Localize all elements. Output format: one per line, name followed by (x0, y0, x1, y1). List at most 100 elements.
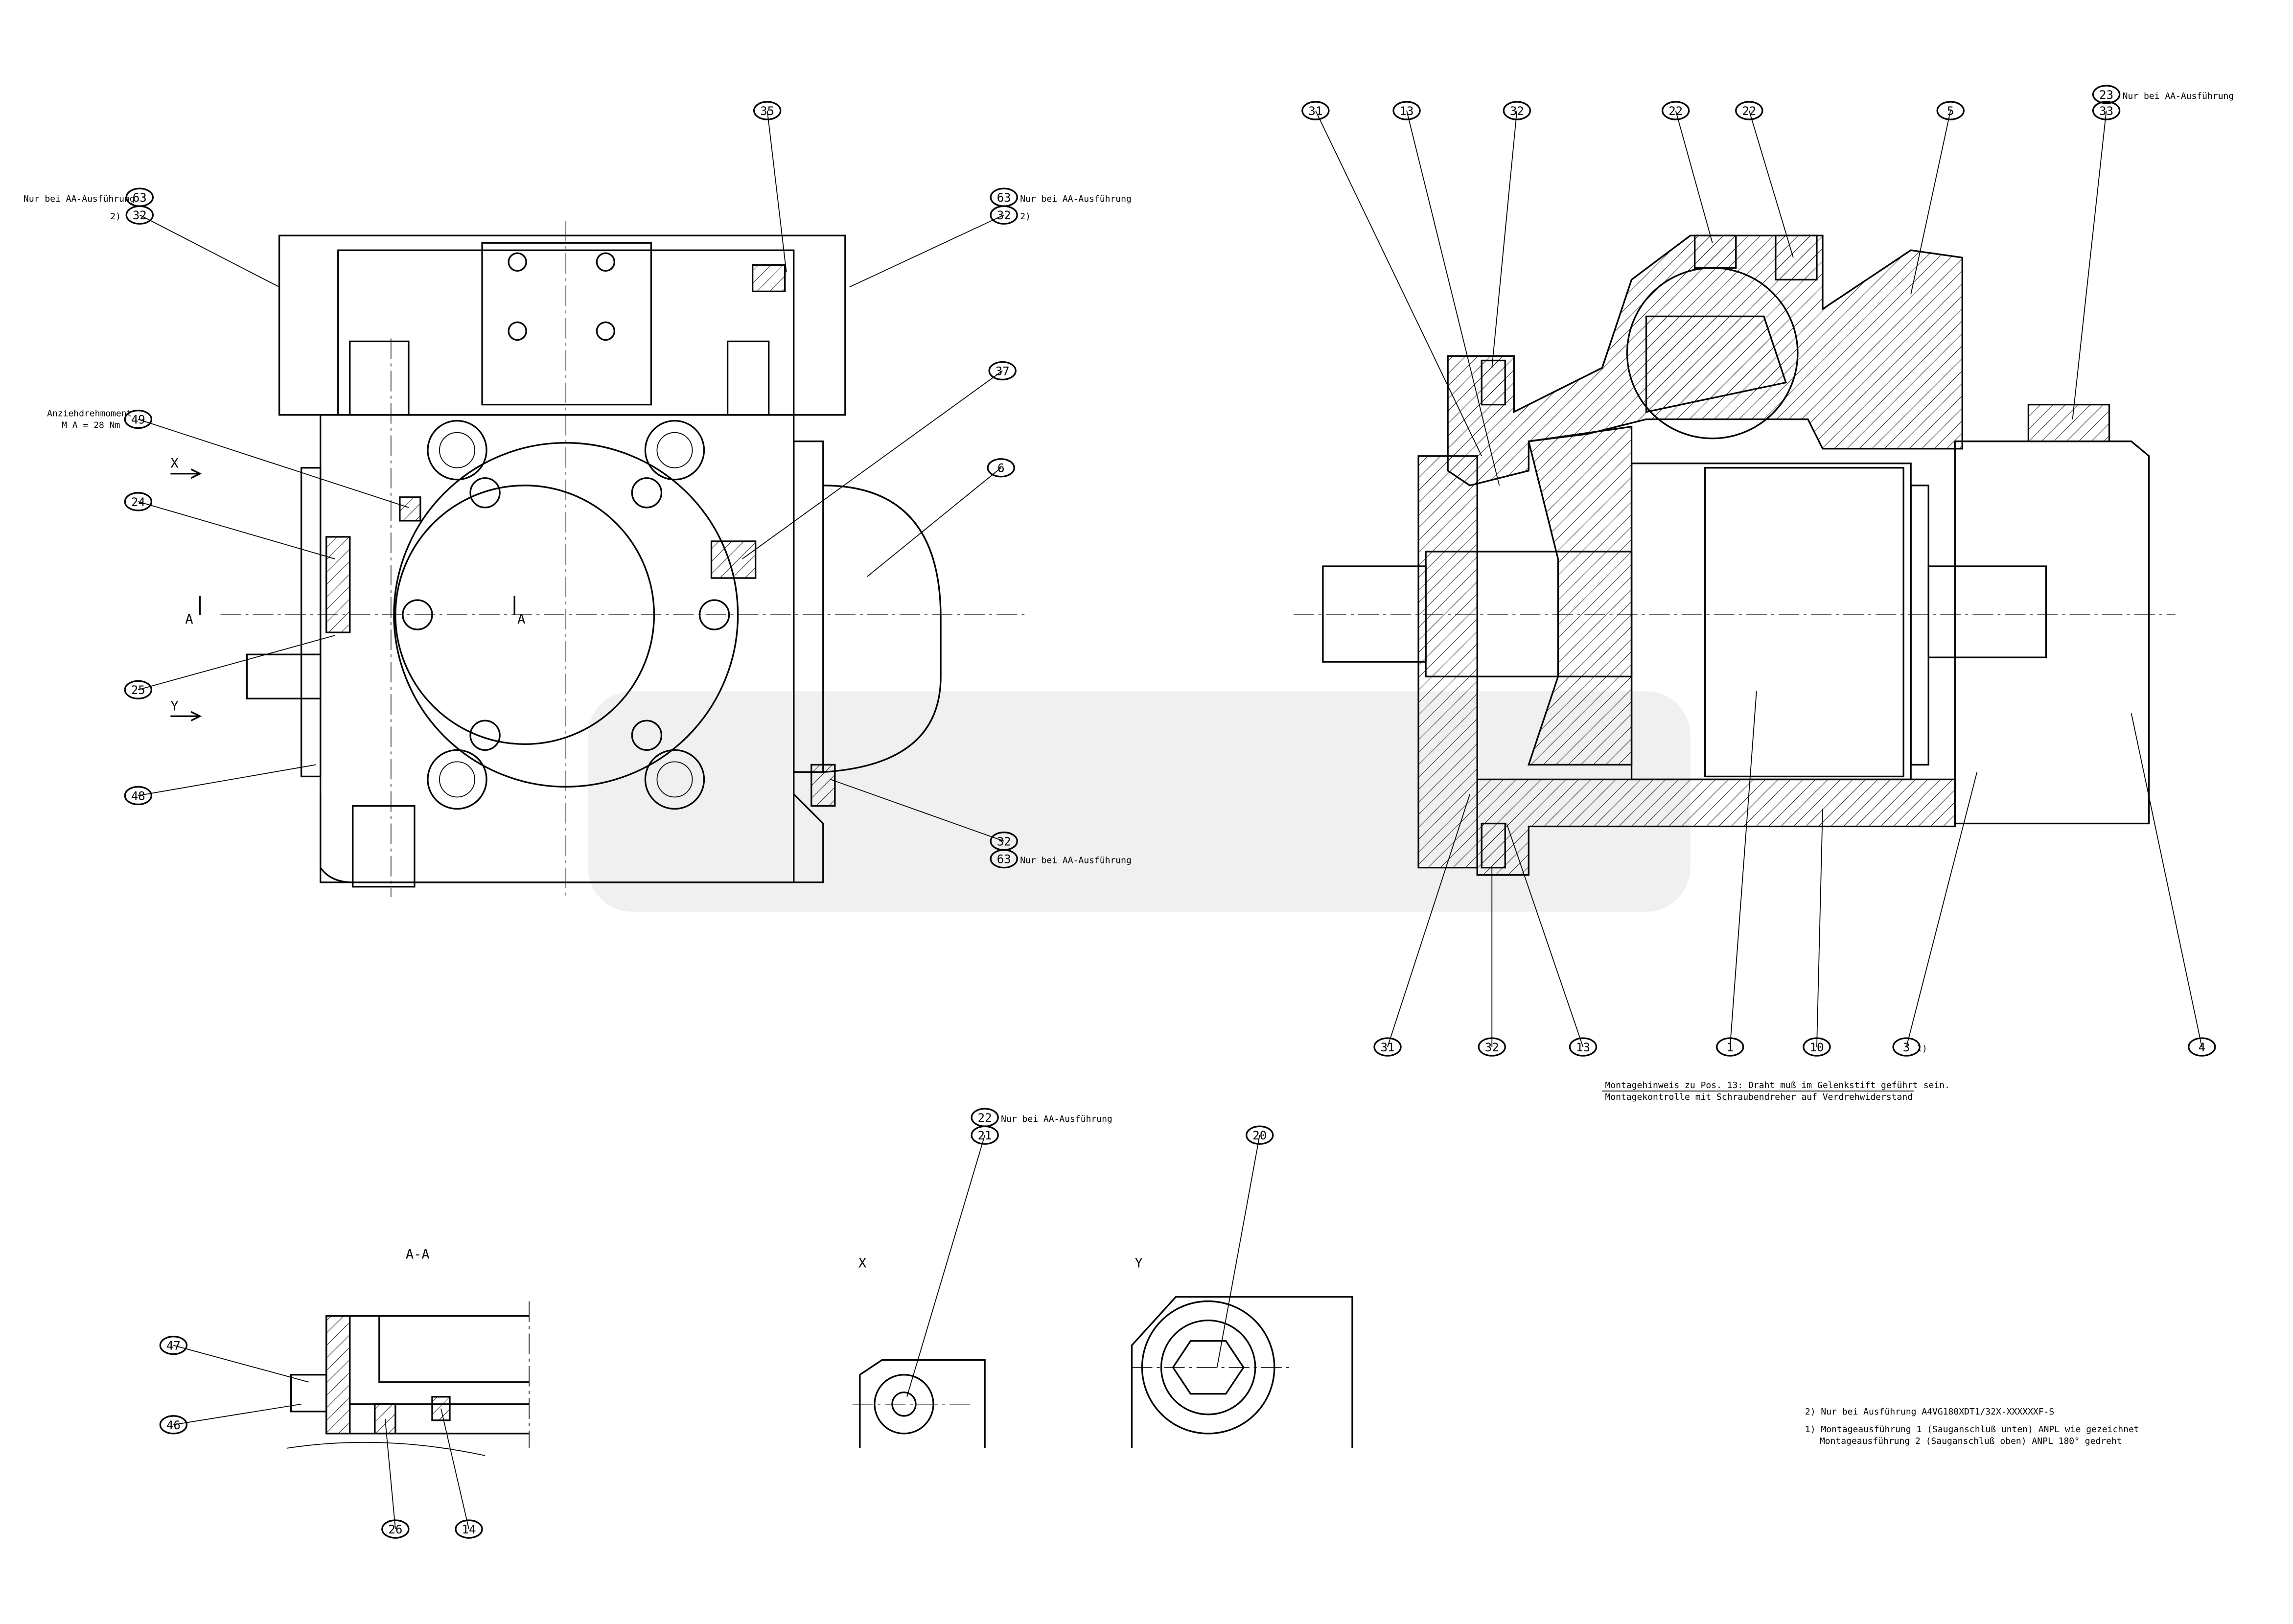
torque-label: Anziehdrehmoment (47, 409, 132, 419)
aa-note-top-right: Nur bei AA-Ausführung (1020, 194, 1132, 204)
leader-line (138, 501, 335, 559)
balloon-pos-20: 20 (1216, 1125, 1274, 1368)
balloon-outline (990, 205, 1018, 225)
balloon-pos-22: 22 (971, 1108, 999, 1127)
leader-line (1216, 1135, 1260, 1368)
balloon-outline (124, 680, 152, 699)
balloon-number: 33 (2099, 104, 2113, 118)
balloon-outline (2092, 85, 2121, 104)
balloon-pos-22: 22 (1661, 101, 1713, 243)
balloon-outline (1735, 101, 1763, 120)
balloon-outline (1478, 1037, 1506, 1057)
view-label-x: X (858, 1255, 867, 1271)
assembly-note-line-1: Montagehinweis zu Pos. 13: Draht muß im … (1605, 1080, 1950, 1090)
balloon-number: 22 (978, 1111, 992, 1125)
balloon-number: 32 (997, 835, 1011, 849)
leader-line (766, 110, 787, 273)
balloon-number: 32 (133, 209, 147, 222)
balloon-number: 13 (1400, 104, 1414, 118)
balloon-pos-33: 33 (2072, 101, 2121, 419)
balloon-number: 25 (131, 683, 145, 697)
section-label-a-a: A-A (406, 1247, 430, 1262)
balloon-number: 24 (131, 495, 145, 509)
balloon-number: 63 (997, 853, 1011, 866)
balloon-number: 6 (997, 462, 1004, 475)
balloon-number: 4 (2199, 1041, 2205, 1054)
leader-line (742, 370, 1003, 559)
assembly-note-line-2: Montagekontrolle mit Schraubendreher auf… (1605, 1092, 1913, 1102)
balloon-number: 21 (978, 1129, 992, 1142)
balloon-number: 22 (1668, 104, 1683, 118)
balloon-number: 5 (1947, 104, 1954, 118)
balloon-outline (753, 101, 782, 120)
balloon-pos-63: 63 (990, 187, 1018, 207)
balloon-pos-46: 46 (159, 1403, 301, 1435)
leader-line (173, 1403, 301, 1425)
balloon-number: 46 (166, 1418, 181, 1432)
footnote-2: 2) Nur bei Ausführung A4VG180XDT1/32X-XX… (1805, 1407, 2054, 1417)
balloon-outline (124, 786, 152, 806)
leader-line (139, 214, 280, 288)
balloon-outline (1373, 1037, 1402, 1057)
balloon-pos-10: 10 (1803, 809, 1831, 1057)
balloon-number: 23 (2099, 88, 2113, 102)
aa-note-top-left: Nur bei AA-Ausführung (23, 194, 135, 204)
balloon-pos-32: 32 (1478, 867, 1506, 1057)
balloon-number: 26 (388, 1523, 402, 1536)
balloon-pos-26: 26 (381, 1418, 410, 1539)
leader-line (1406, 110, 1500, 486)
balloon-number: 3 (1903, 1041, 1910, 1054)
balloon-pos-63: 63 (990, 849, 1018, 869)
balloon-pos-24: 24 (124, 492, 335, 559)
balloon-outline (125, 205, 154, 225)
balloon-number: 32 (1485, 1041, 1499, 1054)
balloon-outline (2188, 1037, 2216, 1057)
balloon-outline (1716, 1037, 1744, 1057)
leader-line (1506, 823, 1584, 1047)
annotations: Nur bei AA-Ausführung 2) Nur bei AA-Ausf… (23, 91, 2234, 1446)
cut-label-a-right: A (517, 612, 525, 627)
footnote-mark-top-left: 2) (110, 211, 121, 222)
leader-line (849, 214, 1004, 288)
arrow-label-x: X (170, 456, 179, 471)
leader-line (1729, 691, 1757, 1047)
torque-value: M A = 28 Nm (62, 420, 120, 431)
leader-line (906, 1135, 986, 1397)
aa-note-pos-22: Nur bei AA-Ausführung (1001, 1114, 1112, 1124)
balloon-outline (1392, 101, 1421, 120)
balloon-number: 35 (760, 104, 774, 118)
front-view-pump (220, 221, 1029, 897)
section-a-a-detail (286, 1301, 530, 1456)
balloon-outline (1503, 101, 1531, 120)
balloon-number: 20 (1252, 1129, 1267, 1142)
aa-note-bottom: Nur bei AA-Ausführung (1020, 856, 1132, 866)
balloon-pos-5: 5 (1910, 101, 1965, 295)
view-labels: A-A X Y X Y A A (170, 456, 1143, 1271)
leader-line (138, 418, 409, 508)
aa-note-pos-23: Nur bei AA-Ausführung (2123, 91, 2234, 101)
arrow-label-y: Y (170, 698, 178, 714)
leader-line (2072, 110, 2107, 419)
balloon-pos-32: 32 (125, 205, 280, 288)
balloon-outline (987, 458, 1015, 478)
balloon-number: 32 (1510, 104, 1524, 118)
balloon-number: 49 (131, 413, 145, 427)
balloon-outline (1892, 1037, 1921, 1057)
balloon-outline (381, 1519, 410, 1539)
balloon-outline (990, 849, 1018, 869)
watermark (588, 691, 1691, 912)
balloon-number: 48 (131, 789, 145, 803)
leader-line (440, 1408, 469, 1530)
balloon-number: 32 (997, 209, 1011, 222)
longitudinal-section-view (1293, 234, 2176, 876)
balloon-pos-6: 6 (867, 458, 1015, 577)
view-label-y: Y (1135, 1255, 1142, 1271)
leader-line (1491, 110, 1518, 368)
balloon-pos-23: 23 (2092, 85, 2121, 104)
balloon-outline (988, 361, 1017, 381)
balloon-outline (455, 1519, 483, 1539)
balloon-pos-13: 13 (1506, 823, 1598, 1057)
balloon-pos-49: 49 (124, 409, 409, 508)
